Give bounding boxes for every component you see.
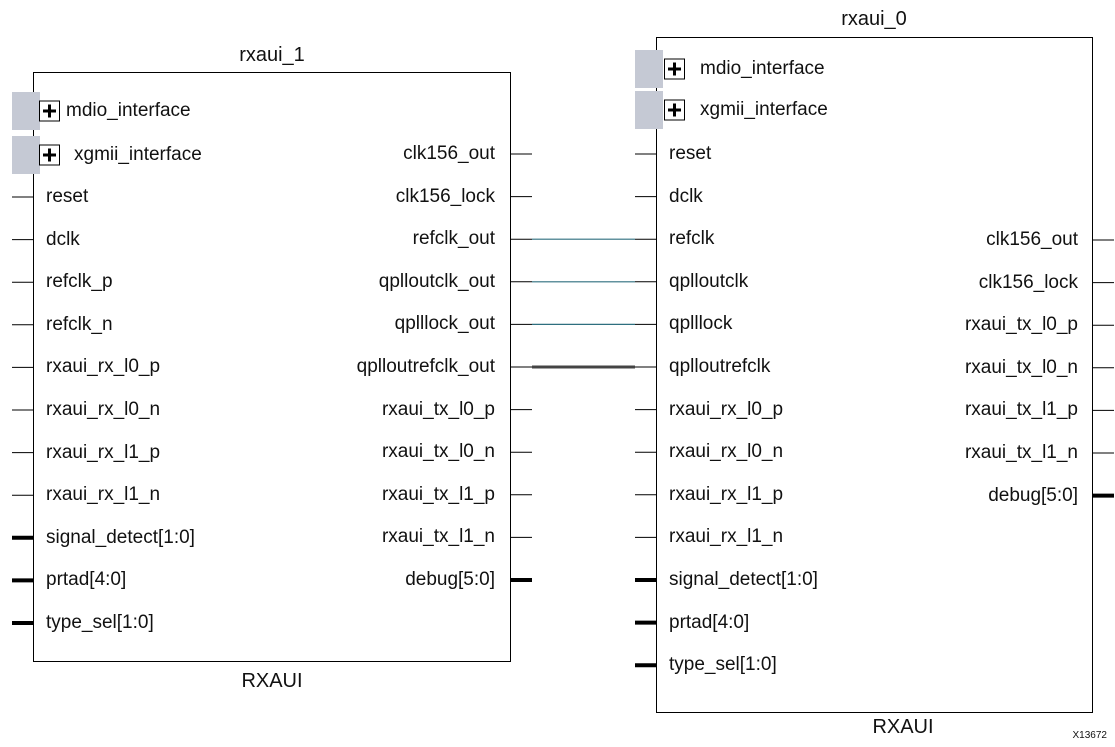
block-a-input-type-sel-1-0-: type_sel[1:0] (46, 612, 154, 633)
block-a-input-reset: reset (46, 186, 89, 207)
block-b-input-signal-detect-1-0-: signal_detect[1:0] (669, 569, 818, 590)
block-a-output-debug-5-0-: debug[5:0] (405, 569, 495, 590)
block-b-input-rxaui-rx-l0-p: rxaui_rx_l0_p (669, 398, 784, 420)
block-a-instance-name: rxaui_1 (239, 44, 305, 66)
block-a-iface-mdio-interface-bar (12, 92, 40, 130)
block-b-output-rxaui-tx-l1-n: rxaui_tx_l1_n (964, 442, 1078, 463)
block-b-input-prtad-4-0-: prtad[4:0] (669, 611, 750, 633)
block-a-input-refclk-n: refclk_n (46, 313, 113, 335)
block-b-input-refclk: refclk (669, 228, 715, 250)
block-a-output-rxaui-tx-l0-p: rxaui_tx_l0_p (381, 398, 495, 420)
block-b-iface-xgmii-interface-expand-icon[interactable] (664, 99, 685, 121)
block-a-iface-xgmii-interface-label: xgmii_interface (74, 144, 202, 165)
block-a-input-signal-detect-1-0-: signal_detect[1:0] (46, 526, 195, 548)
block-b-input-rxaui-rx-l1-n: rxaui_rx_l1_n (669, 526, 784, 548)
block-a-output-qplloutclk-out: qplloutclk_out (378, 270, 495, 292)
block-b-output-rxaui-tx-l1-p: rxaui_tx_l1_p (964, 399, 1078, 421)
block-b-input-qplloutclk: qplloutclk (669, 270, 749, 292)
block-a-input-rxaui-rx-l1-p: rxaui_rx_l1_p (46, 441, 161, 463)
block-a-output-qplloutrefclk-out: qplloutrefclk_out (356, 356, 495, 377)
block-b-module-name: RXAUI (872, 716, 934, 738)
block-a-input-prtad-4-0-: prtad[4:0] (46, 569, 127, 591)
block-b-output-rxaui-tx-l0-n: rxaui_tx_l0_n (964, 356, 1078, 378)
block-a-input-refclk-p: refclk_p (46, 271, 113, 293)
block-b-input-rxaui-rx-l1-p: rxaui_rx_l1_p (669, 483, 784, 505)
block-a-iface-mdio-interface-label: mdio_interface (66, 100, 191, 121)
block-b-instance-name: rxaui_0 (841, 8, 907, 30)
block-a-iface-mdio-interface-expand-icon[interactable] (39, 100, 60, 122)
block-a-iface-xgmii-interface-expand-icon[interactable] (39, 144, 60, 166)
block-b-input-qplloutrefclk: qplloutrefclk (669, 356, 771, 377)
block-b-input-type-sel-1-0-: type_sel[1:0] (669, 654, 777, 676)
block-a-output-rxaui-tx-l0-n: rxaui_tx_l0_n (381, 441, 495, 463)
block-a-output-clk156-lock: clk156_lock (395, 185, 495, 207)
block-a-input-dclk: dclk (46, 228, 80, 250)
block-a-module-name: RXAUI (241, 670, 303, 692)
block-a-input-rxaui-rx-l0-p: rxaui_rx_l0_p (46, 356, 161, 378)
block-a-box (33, 72, 511, 662)
block-a-input-rxaui-rx-l0-n: rxaui_rx_l0_n (46, 399, 161, 420)
block-b-input-dclk: dclk (669, 185, 703, 207)
block-b-iface-mdio-interface-bar (635, 50, 663, 88)
block-a-input-rxaui-rx-l1-n: rxaui_rx_l1_n (46, 484, 161, 506)
block-b-input-rxaui-rx-l0-n: rxaui_rx_l0_n (669, 441, 784, 463)
block-b-output-clk156-lock: clk156_lock (978, 271, 1078, 293)
block-b-output-clk156-out: clk156_out (986, 229, 1078, 250)
block-a-output-rxaui-tx-l1-n: rxaui_tx_l1_n (381, 526, 495, 548)
block-b-iface-mdio-interface-expand-icon[interactable] (664, 58, 685, 80)
block-b-iface-xgmii-interface-bar (635, 91, 663, 129)
block-a-iface-xgmii-interface-bar (12, 136, 40, 174)
block-b-box (656, 37, 1093, 713)
block-b-iface-xgmii-interface-label: xgmii_interface (700, 99, 828, 120)
block-a-output-clk156-out: clk156_out (403, 143, 495, 164)
block-b-input-qplllock: qplllock (669, 313, 733, 335)
block-b-iface-mdio-interface-label: mdio_interface (700, 58, 825, 79)
block-a-output-rxaui-tx-l1-p: rxaui_tx_l1_p (381, 483, 495, 505)
block-a-output-qplllock-out: qplllock_out (394, 313, 495, 335)
block-b-input-reset: reset (669, 143, 712, 164)
block-b-output-rxaui-tx-l0-p: rxaui_tx_l0_p (964, 314, 1078, 336)
block-b-output-debug-5-0-: debug[5:0] (988, 484, 1078, 506)
block-a-output-refclk-out: refclk_out (412, 228, 495, 250)
figure-id: X13672 (1072, 730, 1107, 741)
